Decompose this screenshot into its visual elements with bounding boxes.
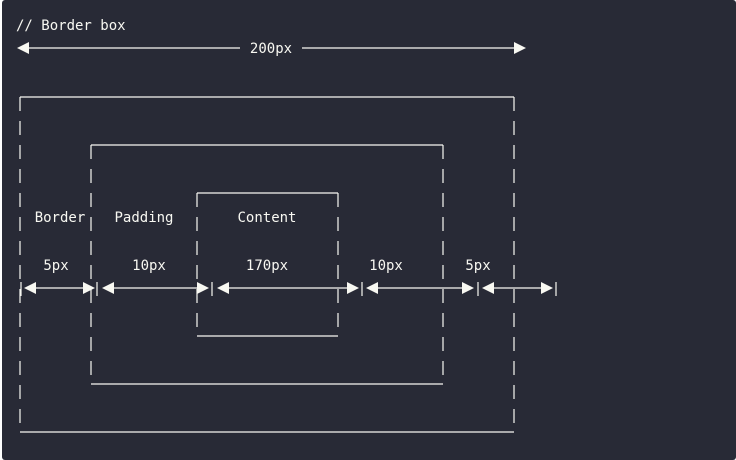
left-border-width: 5px bbox=[43, 258, 68, 274]
border-box-outline bbox=[19, 96, 515, 433]
content-box-outline bbox=[196, 192, 339, 337]
measurement-arrows bbox=[20, 282, 557, 296]
content-width: 170px bbox=[246, 258, 288, 274]
right-border-width: 5px bbox=[465, 258, 490, 274]
padding-label: Padding bbox=[114, 210, 173, 226]
comment-label: // Border box bbox=[16, 18, 126, 34]
padding-box-outline bbox=[90, 144, 444, 385]
arrowhead-left bbox=[17, 42, 29, 54]
left-padding-width: 10px bbox=[132, 258, 166, 274]
total-width-label: 200px bbox=[250, 41, 292, 57]
content-label: Content bbox=[237, 210, 296, 226]
arrowhead-right bbox=[514, 42, 526, 54]
right-padding-width: 10px bbox=[369, 258, 403, 274]
border-label: Border bbox=[35, 210, 86, 226]
